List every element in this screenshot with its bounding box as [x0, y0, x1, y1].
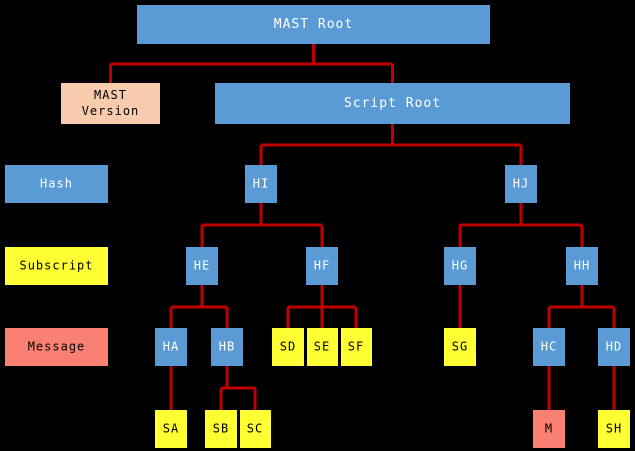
node-box — [444, 247, 476, 285]
node-se[interactable]: SE — [306, 328, 338, 366]
node-label: HE — [194, 259, 210, 273]
node-label: SA — [163, 422, 179, 436]
node-sb[interactable]: SB — [205, 410, 237, 448]
node-hd[interactable]: HD — [598, 328, 630, 366]
node-label: MAST Root — [274, 17, 353, 32]
node-box — [306, 247, 338, 285]
node-label: MAST — [94, 88, 127, 102]
node-box — [533, 410, 565, 448]
edges-layer — [109, 44, 616, 410]
node-box — [566, 247, 598, 285]
node-label: SD — [280, 340, 296, 354]
node-box — [205, 410, 237, 448]
legend-item-legend-subscript[interactable]: Subscript — [5, 247, 108, 285]
node-mast-version[interactable]: MAST Version — [61, 83, 160, 124]
node-sd[interactable]: SD — [272, 328, 304, 366]
node-label: SG — [452, 340, 468, 354]
node-box — [5, 247, 108, 285]
node-box — [598, 410, 630, 448]
node-label: HF — [314, 259, 330, 273]
node-box — [533, 328, 565, 366]
node-sh[interactable]: SH — [598, 410, 630, 448]
node-label: HH — [574, 259, 590, 273]
node-he[interactable]: HE — [186, 247, 218, 285]
node-label: Script Root — [344, 96, 441, 111]
node-label: Version — [82, 104, 140, 118]
node-box — [245, 165, 277, 203]
node-label: SC — [247, 422, 263, 436]
node-label: HI — [253, 177, 269, 191]
node-hi[interactable]: HI — [245, 165, 277, 203]
node-hc[interactable]: HC — [533, 328, 565, 366]
node-box — [61, 83, 160, 124]
node-box — [5, 165, 108, 203]
node-hg[interactable]: HG — [444, 247, 476, 285]
node-box — [272, 328, 304, 366]
node-box — [598, 328, 630, 366]
node-label: Subscript — [19, 259, 93, 273]
node-label: Hash — [40, 177, 73, 191]
node-box — [155, 410, 187, 448]
node-label: M — [545, 422, 553, 436]
node-m[interactable]: M — [533, 410, 565, 448]
node-box — [155, 328, 187, 366]
node-box — [505, 165, 537, 203]
node-box — [137, 5, 490, 44]
node-box — [186, 247, 218, 285]
node-mast-root[interactable]: MAST Root — [137, 5, 490, 44]
node-sa[interactable]: SA — [155, 410, 187, 448]
node-label: HD — [606, 340, 622, 354]
node-label: HG — [452, 259, 468, 273]
node-hb[interactable]: HB — [211, 328, 243, 366]
node-box — [340, 328, 372, 366]
node-hj[interactable]: HJ — [505, 165, 537, 203]
node-label: Message — [28, 340, 86, 354]
node-hh[interactable]: HH — [566, 247, 598, 285]
node-label: SE — [314, 340, 330, 354]
node-label: HC — [541, 340, 557, 354]
node-box — [215, 83, 570, 124]
node-label: SB — [213, 422, 229, 436]
node-box — [211, 328, 243, 366]
node-box — [306, 328, 338, 366]
node-script-root[interactable]: Script Root — [215, 83, 570, 124]
node-hf[interactable]: HF — [306, 247, 338, 285]
node-label: HJ — [513, 177, 529, 191]
node-label: SH — [606, 422, 622, 436]
node-sf[interactable]: SF — [340, 328, 372, 366]
node-label: SF — [348, 340, 364, 354]
legend-item-legend-message[interactable]: Message — [5, 328, 108, 366]
node-ha[interactable]: HA — [155, 328, 187, 366]
node-label: HA — [163, 340, 179, 354]
node-box — [5, 328, 108, 366]
node-box — [444, 328, 476, 366]
node-label: HB — [219, 340, 235, 354]
node-sg[interactable]: SG — [444, 328, 476, 366]
node-sc[interactable]: SC — [239, 410, 271, 448]
legend-item-legend-hash[interactable]: Hash — [5, 165, 108, 203]
node-box — [239, 410, 271, 448]
